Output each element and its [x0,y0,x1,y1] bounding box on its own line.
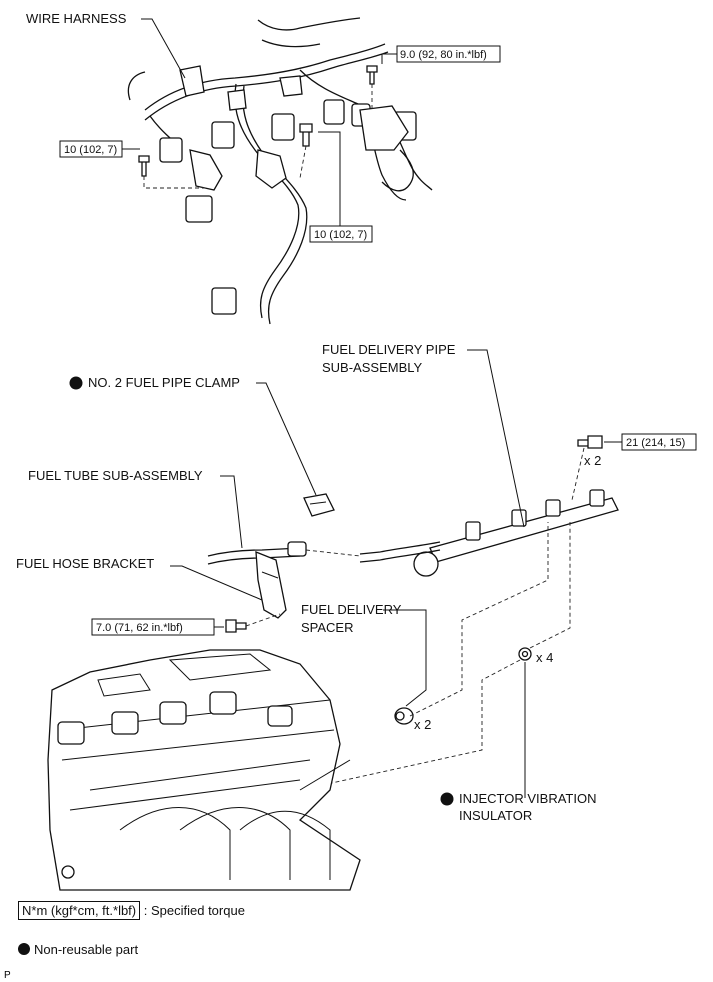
svg-text:10 (102, 7): 10 (102, 7) [64,144,117,156]
torque-bracket-bolt: 7.0 (71, 62 in.*lbf) [91,613,281,636]
fuel-tube-label: FUEL TUBE SUB-ASSEMBLY [28,468,203,483]
legend-torque: N*m (kgf*cm, ft.*lbf) : Specified torque [18,901,245,920]
fuel-delivery-spacer-drawing [394,522,549,725]
torque-harness-left: 10 (102, 7) [59,140,206,189]
fuel-delivery-pipe-drawing [359,489,619,577]
fuel-hose-bracket-drawing [255,551,287,619]
insulator-qty: x 4 [536,650,553,665]
no2-fuel-pipe-clamp-label: NO. 2 FUEL PIPE CLAMP [88,375,240,390]
svg-text:7.0 (71, 62 in.*lbf): 7.0 (71, 62 in.*lbf) [96,622,183,634]
spacer-qty: x 2 [414,717,431,732]
fuel-delivery-pipe-label-2: SUB-ASSEMBLY [322,360,423,375]
legend-torque-text: : Specified torque [143,903,245,918]
engine-head-drawing [47,649,361,891]
legend-non-reusable: Non-reusable part [18,942,138,957]
non-reusable-dot-icon [18,943,30,955]
svg-text:21 (214, 15): 21 (214, 15) [626,437,685,449]
legend-non-reusable-text: Non-reusable part [34,942,139,957]
svg-text:9.0 (92, 80 in.*lbf): 9.0 (92, 80 in.*lbf) [400,49,487,61]
torque-harness-center: 10 (102, 7) [299,123,373,243]
torque-harness-right: 9.0 (92, 80 in.*lbf) [366,45,501,112]
wire-harness-drawing [127,17,433,325]
legend-torque-box: N*m (kgf*cm, ft.*lbf) [18,901,141,920]
fuel-delivery-pipe-label-1: FUEL DELIVERY PIPE [322,342,456,357]
fuel-delivery-spacer-label-2: SPACER [301,620,354,635]
delivery-pipe-bolt-qty: x 2 [584,453,601,468]
svg-text:10 (102, 7): 10 (102, 7) [314,229,367,241]
non-reusable-dot-insulator [440,792,454,806]
torque-delivery-pipe-bolt: 21 (214, 15) x 2 [571,433,697,501]
non-reusable-dot-clamp [69,376,83,390]
injector-insulator-label-1: INJECTOR VIBRATION [459,791,596,806]
wire-harness-label: WIRE HARNESS [26,11,127,26]
injector-insulator-drawing [299,522,571,791]
fuel-tube-drawing [207,541,361,565]
fuel-delivery-spacer-label-1: FUEL DELIVERY [301,602,402,617]
no2-fuel-pipe-clamp-drawing [303,493,335,517]
injector-insulator-label-2: INSULATOR [459,808,532,823]
fuel-hose-bracket-label: FUEL HOSE BRACKET [16,556,154,571]
corner-mark: P [4,970,11,981]
